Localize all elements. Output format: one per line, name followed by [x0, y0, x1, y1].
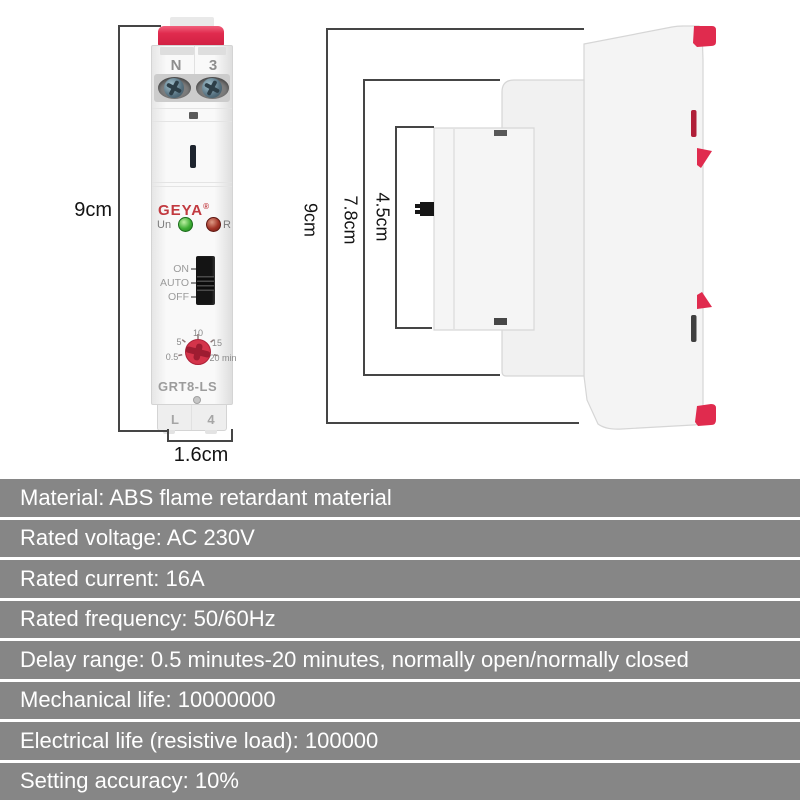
dim-side-depth-total-label: 7.8cm — [340, 195, 361, 245]
dim-front-width-line — [167, 440, 233, 442]
timer-dial — [178, 334, 218, 365]
spec-row-current: Rated current: 16A — [0, 560, 800, 598]
dim-front-height-label: 9cm — [74, 199, 112, 221]
terminal-label-3: 3 — [208, 57, 218, 74]
dial-label-5: 5 — [176, 337, 182, 347]
dim-side-depth-front-label: 4.5cm — [372, 192, 393, 242]
dim-side-depth-total-line — [363, 79, 500, 376]
connector-icon — [415, 202, 434, 216]
spec-row-mechanical-life: Mechanical life: 10000000 — [0, 681, 800, 719]
switch-label-on: ON — [173, 263, 189, 275]
clip-window-red — [691, 110, 697, 137]
terminal-cover-tab — [160, 47, 194, 55]
terminal-cover-tab — [198, 47, 226, 55]
spec-row-accuracy: Setting accuracy: 10% — [0, 762, 800, 800]
clip-tooth-icon — [697, 292, 712, 309]
vent-slot — [494, 318, 507, 325]
spec-table: Material: ABS flame retardant material R… — [0, 479, 800, 800]
terminal-label-4: 4 — [207, 412, 215, 427]
body-seam — [191, 405, 192, 430]
dial-label-10: 10 — [192, 328, 203, 338]
switch-tick — [191, 268, 196, 270]
switch-tick — [191, 282, 196, 284]
dial-slot — [185, 343, 211, 361]
spec-row-voltage: Rated voltage: AC 230V — [0, 519, 800, 557]
din-clip-top-icon — [158, 26, 224, 47]
indicator-slot — [190, 145, 196, 168]
brand-logo: GEYA® — [158, 202, 210, 219]
spec-row-electrical-life: Electrical life (resistive load): 100000 — [0, 722, 800, 760]
screw-icon — [164, 78, 184, 98]
dim-side-height-label: 9cm — [300, 202, 321, 238]
latch-nub — [189, 112, 198, 119]
relay-led-red-icon — [206, 217, 221, 232]
side-view — [326, 25, 716, 430]
brand-text: GEYA — [158, 202, 204, 219]
registered-mark: ® — [203, 202, 211, 211]
din-clip-bottom-icon — [695, 404, 716, 426]
terminal-label-n: N — [170, 57, 182, 74]
body-seam — [152, 108, 232, 109]
dim-side-depth-front-line — [395, 126, 434, 329]
power-led-green-icon — [178, 217, 193, 232]
dim-front-width-label: 1.6cm — [173, 444, 229, 466]
mode-switch-grip — [197, 276, 214, 291]
led-label-un: Un — [157, 219, 172, 231]
dim-tick — [231, 429, 233, 442]
spec-row-frequency: Rated frequency: 50/60Hz — [0, 600, 800, 638]
mini-screw-icon — [193, 396, 201, 404]
dim-front-height-line — [118, 25, 120, 432]
vent-slot — [494, 130, 507, 136]
side-body-front — [433, 127, 535, 331]
switch-label-auto: AUTO — [160, 277, 189, 289]
bottom-terminal-block — [157, 404, 227, 431]
model-label: GRT8-LS — [158, 379, 218, 394]
body-seam — [152, 186, 232, 187]
led-label-r: R — [223, 219, 231, 231]
body-seam — [152, 182, 232, 183]
dial-label-20min: 20 min — [209, 353, 237, 363]
spec-row-delay-range: Delay range: 0.5 minutes-20 minutes, nor… — [0, 641, 800, 679]
screw-icon — [202, 78, 222, 98]
device-foot — [163, 430, 175, 434]
switch-label-off: OFF — [168, 291, 189, 303]
dim-tick — [118, 25, 161, 27]
body-seam — [152, 121, 232, 122]
dim-tick — [118, 430, 167, 432]
device-foot — [205, 430, 217, 434]
dial-ticks — [178, 334, 218, 357]
dial-label-0-5: 0.5 — [165, 352, 179, 362]
clip-tooth-icon — [697, 148, 712, 168]
clip-window-dark — [691, 315, 697, 342]
din-clip-top-icon — [693, 26, 716, 47]
spec-row-material: Material: ABS flame retardant material — [0, 479, 800, 517]
dim-tick — [167, 429, 169, 442]
switch-tick — [191, 296, 196, 298]
dim-side-height-line — [326, 28, 584, 424]
terminal-label-l: L — [171, 412, 179, 427]
dial-label-15: 15 — [211, 338, 222, 348]
